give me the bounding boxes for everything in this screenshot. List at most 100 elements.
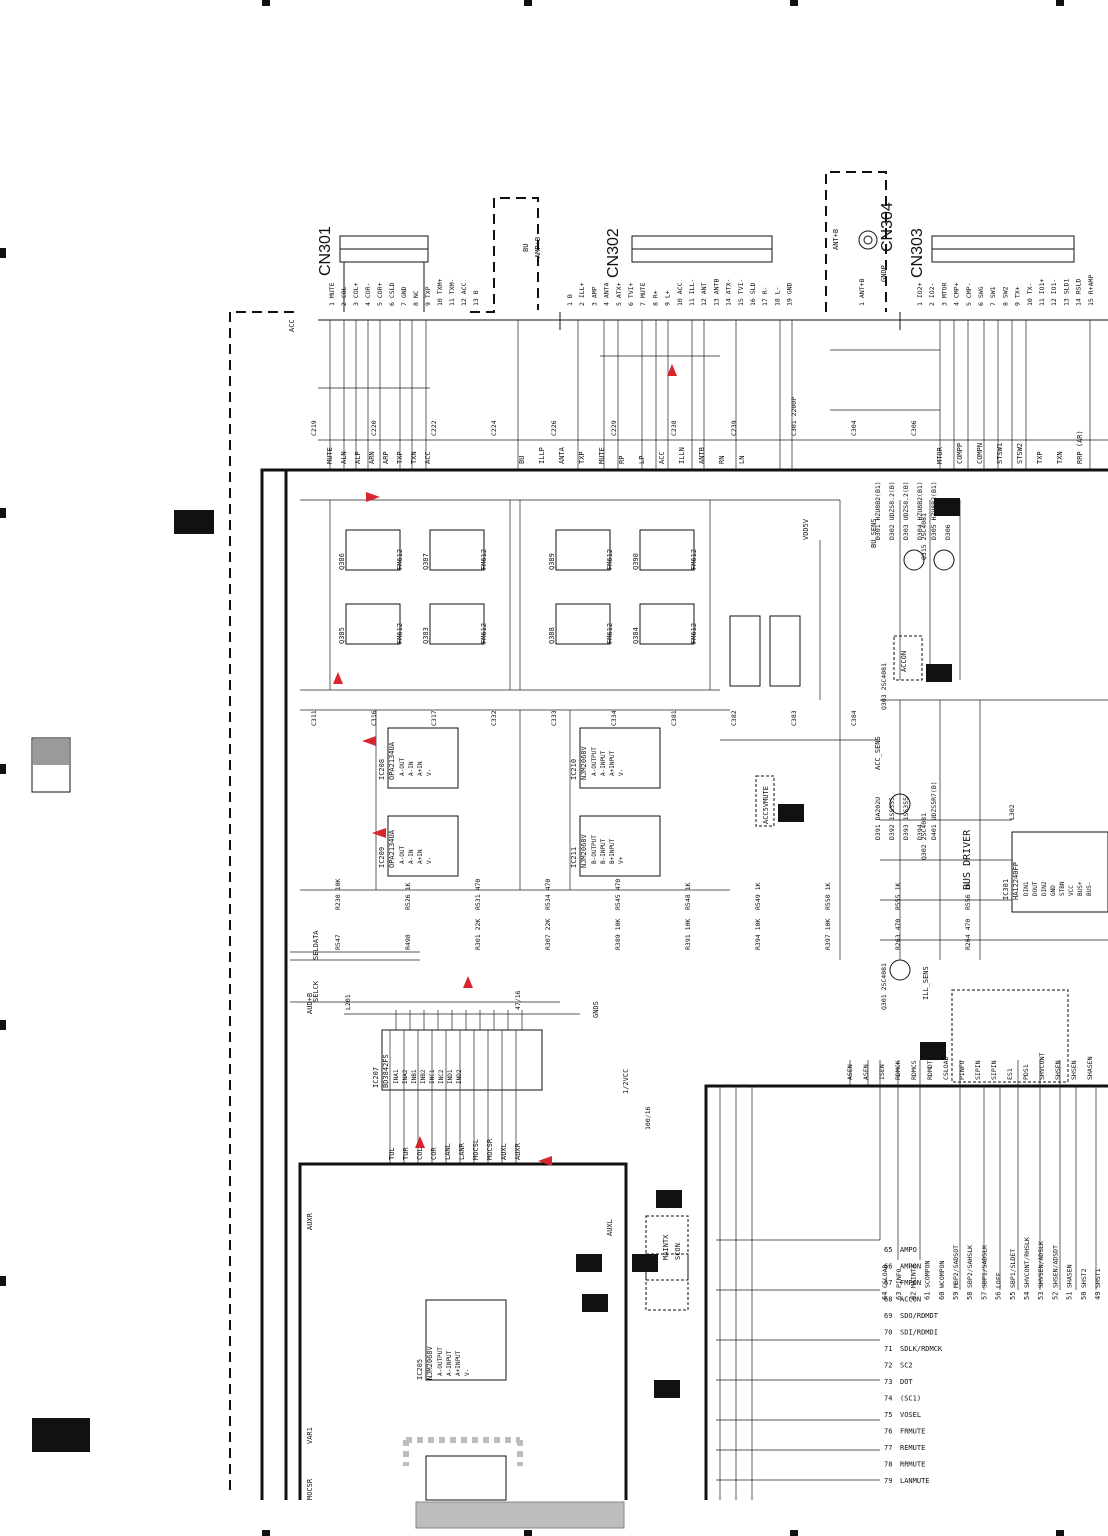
connector-pin-label: 6 SWG bbox=[977, 286, 985, 306]
signal-arrow bbox=[463, 976, 473, 988]
option-box-sbp bbox=[951, 989, 1069, 1083]
connector-cn304-body bbox=[858, 230, 878, 250]
ic-ref-label: IC205 bbox=[416, 1359, 424, 1380]
ferrite-label: L302 bbox=[1008, 804, 1016, 820]
connector-cn302-body bbox=[631, 235, 773, 263]
capacitor-label: C304 bbox=[850, 420, 858, 436]
connector-pin-label: 2 ILL+ bbox=[578, 282, 586, 306]
ic-pin-label: DIN2 bbox=[1041, 881, 1048, 896]
label-seldata: SELDATA bbox=[312, 930, 320, 960]
page-footer-bar bbox=[415, 1501, 625, 1529]
connector-pin-label: 11 ILL- bbox=[688, 279, 696, 306]
net-label: TXN bbox=[1056, 451, 1064, 464]
net-label: RN bbox=[718, 456, 726, 464]
net-label: TXP bbox=[396, 451, 404, 464]
capacitor-value-label: 47/16 bbox=[514, 990, 522, 1010]
input-bus-label: TUR bbox=[402, 1147, 410, 1160]
ic-pin-label: A-OUT bbox=[399, 758, 406, 776]
mcu-pin-name: SHST1 bbox=[1094, 1268, 1102, 1288]
label-half-vcc: 1/2VCC bbox=[622, 1069, 630, 1094]
fet-part-label: FM612 bbox=[690, 623, 698, 644]
capacitor-label: C382 bbox=[730, 710, 738, 726]
mcu-pin-number: 69 bbox=[884, 1312, 892, 1320]
mcu-pin-number: 60 bbox=[938, 1292, 946, 1300]
net-label: ALP bbox=[354, 451, 362, 464]
net-label: ANTA bbox=[558, 446, 566, 464]
capacitor-label: C316 bbox=[370, 710, 378, 726]
net-label: MUTE bbox=[598, 447, 606, 464]
capacitor-label: C306 bbox=[910, 420, 918, 436]
fet-ref-label: Q385 bbox=[338, 627, 346, 644]
mcu-pin-number: 53 bbox=[1037, 1292, 1045, 1300]
mcu-pin-number: 55 bbox=[1009, 1292, 1017, 1300]
connector-pin-label: 6 CSLD bbox=[388, 282, 396, 306]
fet-part-label: FM612 bbox=[606, 623, 614, 644]
net-label: MUTE bbox=[326, 447, 334, 464]
label-bus-driver: BUS DRIVER bbox=[962, 829, 973, 890]
right-bus-label: SHVCONT bbox=[1038, 1053, 1046, 1080]
diode-label: D305 HZU8B2(B1) bbox=[930, 481, 938, 540]
fet-ref-label: Q389 bbox=[548, 553, 556, 570]
label-var1: VAR1 bbox=[306, 1427, 314, 1444]
ic-pin-label: INA2 bbox=[402, 1069, 409, 1084]
transistor-label: Q301 2SC4081 bbox=[880, 963, 888, 1010]
connector-pin-label: 7 SW1 bbox=[989, 286, 997, 306]
connector-pin-label: 3 MTOR bbox=[940, 282, 948, 306]
ic-pin-label: V+ bbox=[618, 856, 625, 864]
opamp-array bbox=[300, 709, 730, 1501]
diode-label: D301 HZU8B2(B1) bbox=[874, 481, 882, 540]
net-label: ILLN bbox=[678, 447, 686, 464]
connector-pin-label: 15 R+AMP bbox=[1087, 275, 1095, 306]
right-bus-label: SHASEN bbox=[1086, 1056, 1094, 1080]
connector-pin-label: 13 SLD1 bbox=[1062, 279, 1070, 306]
net-label: STSW2 bbox=[1016, 443, 1024, 464]
connector-pin-label: 5 COR+ bbox=[376, 282, 384, 306]
connector-pin-label: 8 SW2 bbox=[1001, 286, 1009, 306]
capacitor-value-label: 100/16 bbox=[644, 1106, 652, 1130]
right-bus-label: ASEN bbox=[846, 1064, 854, 1080]
mcu-pin-name: AMPON bbox=[900, 1263, 921, 1271]
resistor-label: R389 10K bbox=[614, 919, 622, 950]
ic-ref-label: IC208 bbox=[378, 759, 386, 780]
label-gnds: GNDS bbox=[592, 1001, 600, 1018]
resistor-label: R534 470 bbox=[544, 879, 552, 910]
signal-arrow bbox=[372, 828, 386, 838]
mcu-pin-number: 49 bbox=[1094, 1292, 1102, 1300]
ic-pin-label: INC1 bbox=[429, 1069, 436, 1084]
connector-pin-label: 10 ACC bbox=[676, 282, 684, 306]
mcu-pin-number: 73 bbox=[884, 1378, 892, 1386]
ic-pin-label: V- bbox=[426, 769, 433, 776]
resistor-label: R547 bbox=[334, 934, 342, 950]
ic-pin-label: A+INPUT bbox=[609, 750, 616, 776]
label-gndp: GNDP bbox=[880, 265, 888, 282]
mcu-pin-number: 78 bbox=[884, 1461, 892, 1469]
capacitor-label: C301 2200P bbox=[790, 397, 798, 436]
right-bus-traces bbox=[716, 1060, 1097, 1500]
ic-ref-label: IC211 bbox=[570, 847, 578, 868]
connector-pin-label: 8 NC bbox=[412, 290, 420, 306]
resistor-label: R526 1K bbox=[404, 883, 412, 910]
ic-part-label: NJM2068V bbox=[426, 1345, 434, 1380]
ic-pin-label: DOUT bbox=[1032, 881, 1039, 896]
mcu-pin-name: RRMUTE bbox=[900, 1461, 925, 1469]
ic-pin-label: A+INPUT bbox=[455, 1350, 462, 1376]
connector-pin-label: 3 COL+ bbox=[352, 282, 360, 306]
ic-pin-label: V- bbox=[426, 857, 433, 864]
resistor-label: R307 22K bbox=[544, 919, 552, 950]
ic-pin-label: GND bbox=[1050, 885, 1057, 896]
fet-ref-label: Q383 bbox=[422, 627, 430, 644]
right-bus-label: PDS1 bbox=[1022, 1064, 1030, 1080]
ic-ref-label: IC207 bbox=[372, 1067, 380, 1088]
mcu-pin-name: (SC1) bbox=[900, 1395, 921, 1403]
resistor-label: R301 22K bbox=[474, 919, 482, 950]
option-box-accon2 bbox=[645, 1253, 689, 1311]
connector-pin-label: 9 TX+ bbox=[1014, 286, 1022, 306]
connector-pin-label: 1 ANT+B bbox=[858, 279, 866, 306]
resistor-label: R549 1K bbox=[754, 883, 762, 910]
capacitor-label: C332 bbox=[490, 710, 498, 726]
